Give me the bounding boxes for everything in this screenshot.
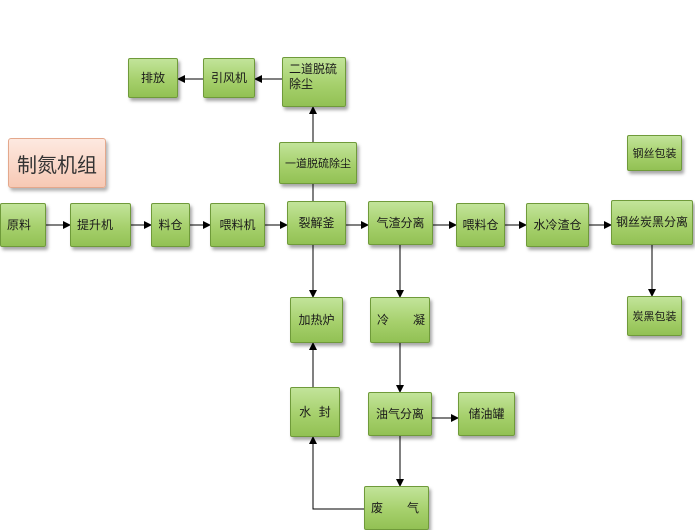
node-oil-gas-separation: 油气分离 xyxy=(368,392,432,436)
node-desulfurization-2: 二道脱硫 除尘 xyxy=(282,57,346,107)
node-elevator: 提升机 xyxy=(70,203,131,247)
node-condensation: 冷 凝 xyxy=(370,297,430,343)
node-water-seal: 水 封 xyxy=(290,387,340,437)
node-reactor: 裂解釜 xyxy=(287,201,346,245)
node-bin: 料仓 xyxy=(151,203,190,247)
node-induced-draft-fan: 引风机 xyxy=(203,58,255,98)
node-oil-tank: 储油罐 xyxy=(458,392,515,436)
diagram-title: 制氮机组 xyxy=(8,138,106,188)
node-wire-carbon-separation: 钢丝炭黑分离 xyxy=(611,200,693,245)
node-exhaust: 排放 xyxy=(128,58,178,98)
node-desulfurization-1: 一道脱硫除尘 xyxy=(279,142,357,184)
node-feed-bin-2: 喂料仓 xyxy=(456,203,505,247)
node-feeder: 喂料机 xyxy=(210,203,265,247)
node-carbon-packaging: 炭黑包装 xyxy=(627,296,682,336)
arrow-wastegas-waterseal xyxy=(309,436,364,510)
node-waste-gas: 废 气 xyxy=(364,486,429,530)
node-raw-material: 原料 xyxy=(0,203,46,247)
node-water-cooled-slag-bin: 水冷渣仓 xyxy=(526,203,589,247)
node-wire-packaging: 钢丝包装 xyxy=(627,135,682,171)
node-heating-furnace: 加热炉 xyxy=(290,297,343,343)
node-gas-slag-separation: 气渣分离 xyxy=(368,201,433,245)
